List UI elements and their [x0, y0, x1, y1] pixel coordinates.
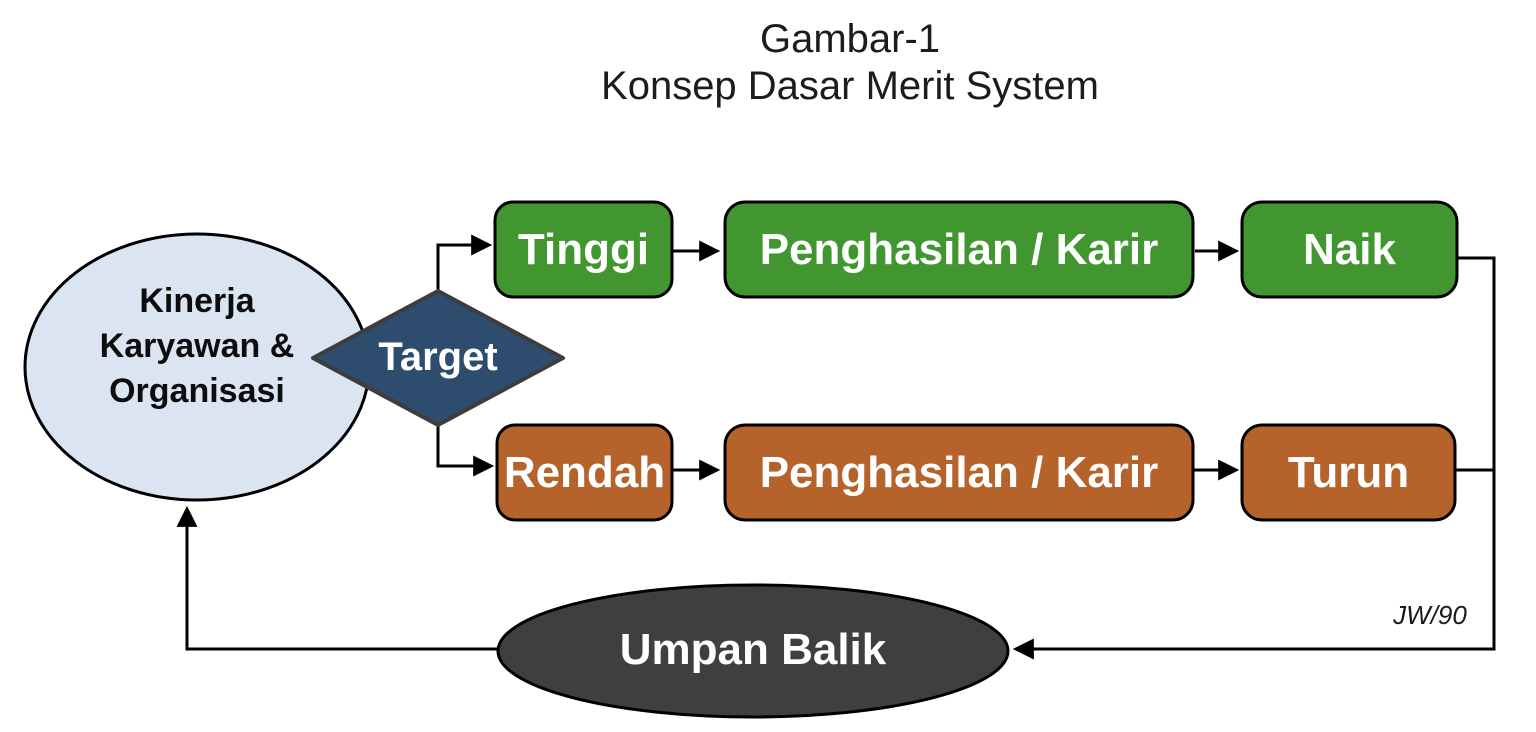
penghasilan-karir-low-box [723, 423, 1195, 522]
arrow-target-to-tinggi [436, 234, 493, 291]
naik-box [1240, 200, 1459, 299]
arrow-naik-to-umpan-balik [1012, 256, 1496, 660]
figure-number: Gambar-1 [759, 17, 941, 61]
arrow-target-to-rendah [436, 425, 495, 477]
rendah-box [495, 423, 674, 522]
umpan-balik-ellipse [496, 583, 1010, 719]
figure-caption: Konsep Dasar Merit System [601, 64, 1099, 108]
target-diamond [311, 289, 565, 427]
arrow-umpan-balik-to-performance [176, 505, 500, 651]
performance-ellipse [23, 232, 371, 502]
tinggi-box [493, 200, 674, 299]
penghasilan-karir-high-box [723, 200, 1195, 299]
turun-box [1240, 423, 1457, 522]
signature-annotation: JW/90 [1393, 600, 1467, 630]
figure-title: Gambar-1 Konsep Dasar Merit System [500, 16, 1200, 110]
